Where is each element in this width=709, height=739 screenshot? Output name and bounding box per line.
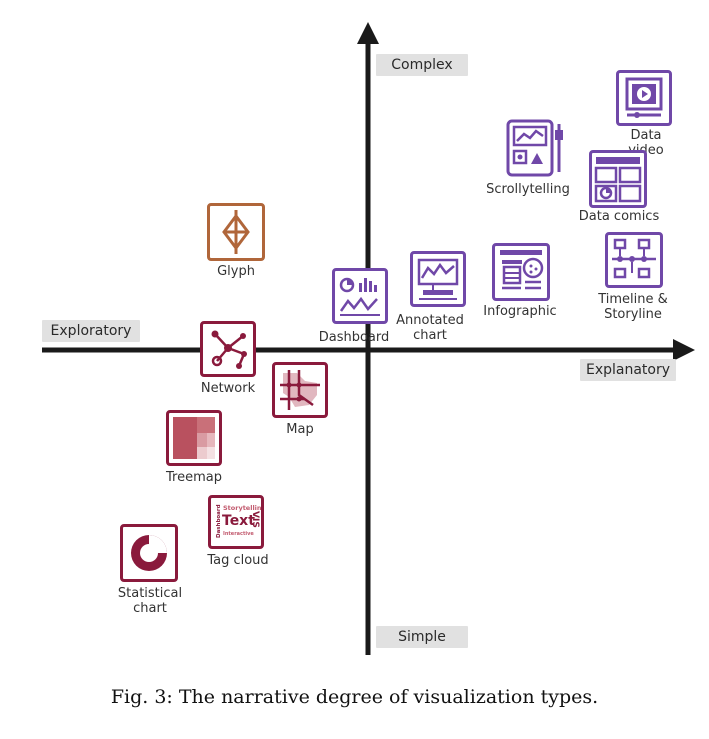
axis-label-explanatory: Explanatory xyxy=(580,359,676,381)
map-icon xyxy=(272,362,328,418)
figure-caption: Fig. 3: The narrative degree of visualiz… xyxy=(110,686,599,708)
axis-label-complex: Complex xyxy=(376,54,468,76)
statistical-chart-icon xyxy=(120,524,178,582)
map-label: Map xyxy=(286,422,314,437)
statistical-chart-label: Statistical chart xyxy=(117,586,183,616)
dashboard-label: Dashboard xyxy=(318,330,390,345)
axis-label-simple: Simple xyxy=(376,626,468,648)
timeline-label: Timeline & Storyline xyxy=(598,292,668,322)
tag-word-text: Text xyxy=(222,513,255,529)
data-comics-icon xyxy=(589,150,647,208)
network-icon xyxy=(200,321,256,377)
dashboard-icon xyxy=(332,268,388,324)
tag-cloud-icon: Storytelling Text VIS Dashboard Interact… xyxy=(208,495,264,549)
scrollytelling-label: Scrollytelling xyxy=(486,182,570,197)
tag-word-dashboard: Dashboard xyxy=(216,504,222,538)
tag-cloud-label: Tag cloud xyxy=(207,553,269,568)
tag-word-vis: VIS xyxy=(250,511,260,528)
tag-word-interactive: Interactive xyxy=(223,531,254,537)
data-video-icon xyxy=(616,70,672,126)
network-label: Network xyxy=(200,381,256,396)
annotated-chart-label: Annotated chart xyxy=(396,313,464,343)
scrollytelling-icon xyxy=(505,118,565,178)
treemap-icon xyxy=(166,410,222,466)
annotated-chart-icon xyxy=(410,251,466,307)
infographic-icon xyxy=(492,243,550,301)
horizontal-axis-arrowhead xyxy=(673,339,695,361)
tag-word-storytelling: Storytelling xyxy=(223,504,261,512)
timeline-icon xyxy=(605,232,663,288)
data-comics-label: Data comics xyxy=(578,209,660,224)
glyph-icon xyxy=(207,203,265,261)
treemap-label: Treemap xyxy=(166,470,222,485)
axis-label-exploratory: Exploratory xyxy=(42,320,140,342)
glyph-label: Glyph xyxy=(217,264,255,279)
vertical-axis-arrowhead xyxy=(357,22,379,44)
axes-diagram xyxy=(42,22,695,655)
infographic-label: Infographic xyxy=(483,304,557,319)
